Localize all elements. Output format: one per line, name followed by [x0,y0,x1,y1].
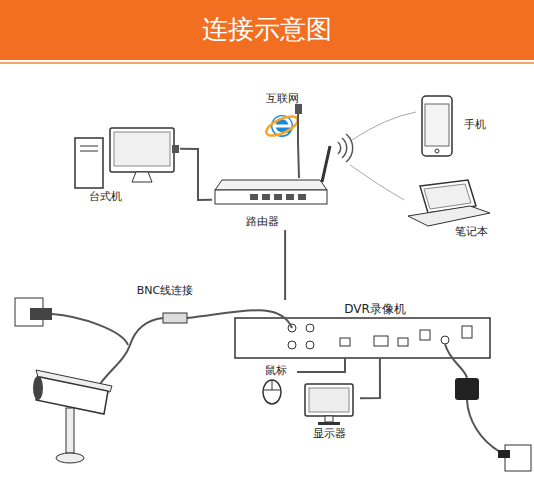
hdmi-port [398,338,408,346]
monitor-frame [305,384,353,416]
power-plug [498,450,510,458]
wireless-line [350,165,404,200]
mouse-node: 鼠标 [255,364,297,406]
lan-port [420,330,430,340]
pc-bay [80,146,98,147]
camera-lens [33,376,43,400]
cable-connector [298,142,299,178]
dvr-node: DVR录像机 [235,300,492,358]
mouse-body [263,380,281,404]
wifi-arc [338,142,341,154]
internet-node: 互联网 [250,92,314,142]
power-switch [462,326,472,338]
router-antenna [322,146,330,182]
phone-node: 手机 [418,92,490,162]
cable-label: BNC线连接 [120,284,210,297]
node-label: 鼠标 [255,364,297,377]
monitor-base [318,422,340,425]
camera-base [56,453,84,463]
usb-port [340,338,350,346]
phone-button [435,149,439,153]
bnc-jack [306,341,314,349]
node-label: 显示器 [298,427,360,440]
title-banner [0,0,534,60]
router-port [286,194,294,200]
phone-body [422,96,452,156]
node-label: 互联网 [250,92,314,105]
pc-screen [114,132,170,166]
bnc-cable [187,310,292,328]
camera-bracket [66,408,74,453]
mouse-seam [272,380,273,390]
router-port [250,194,258,200]
wifi-arc [342,138,347,158]
power-cable [445,344,467,378]
pc-bay [80,151,98,152]
cable-connector [180,149,212,200]
node-label: DVR录像机 [315,302,435,316]
diagram-title: 连接示意图 [0,13,534,45]
power-cable [467,400,500,452]
monitor-stand [325,416,333,422]
node-label: 手机 [460,118,490,131]
power-jack [441,336,449,344]
pc-stand [132,172,152,182]
cable [297,114,299,142]
laptop-node: 笔记本 [405,180,490,240]
bnc-jack [288,341,296,349]
power-plug [30,308,52,320]
router-front [215,190,327,204]
cable-connector [297,358,345,372]
wireless-line [352,112,416,140]
pc-monitor [110,128,174,172]
power-cable [52,314,128,345]
phone-screen [425,104,449,146]
cable-connector [284,230,286,300]
banner-rule [0,62,534,64]
monitor-screen [309,388,349,412]
cable-plug [295,104,302,114]
desktop-node: 台式机 [70,118,180,206]
laptop-base [408,206,490,226]
power-adapter [455,378,479,400]
monitor-node: 显示器 [298,382,360,440]
bnc-connector [163,313,187,323]
cable-plug [172,145,179,153]
bnc-jack [306,324,314,332]
node-label: 台式机 [70,190,140,203]
router-node: 路由器 [212,178,328,230]
pc-tower [75,138,103,188]
node-label: 路由器 [232,215,292,228]
wifi-arc [346,134,353,162]
vga-port [374,336,388,346]
ie-orbit [264,112,301,139]
bnc-cable [100,318,163,384]
dvr-body [235,318,490,358]
router-top [215,180,327,190]
laptop-screen [424,184,471,209]
node-label: 笔记本 [453,225,490,238]
router-port [298,194,306,200]
router-port [274,194,282,200]
router-port [262,194,270,200]
cable-connector [360,358,380,398]
